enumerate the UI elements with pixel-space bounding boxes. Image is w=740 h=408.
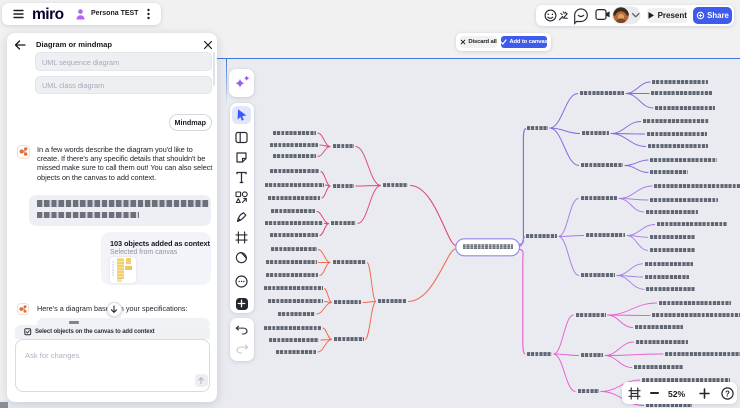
svg-text:?: ? <box>725 389 730 398</box>
